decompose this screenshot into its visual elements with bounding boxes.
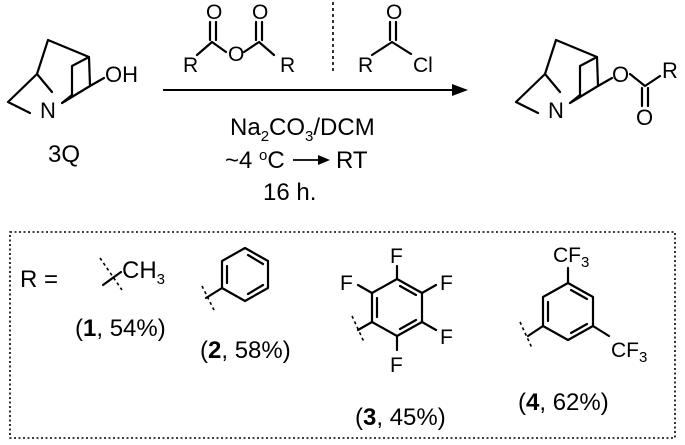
product-structure: N O O R [514,38,678,130]
anhydride-carbonyl-o-left: O [206,1,222,24]
reactant-label: 3Q [48,141,80,168]
acid-chloride-bonds [370,40,413,57]
s2-ring [220,246,270,303]
substituent-3-pentafluorophenyl: F F F F F (3, 45%) [340,245,453,431]
s1-bond [101,270,123,287]
r-equals-label: R = [20,266,58,293]
conditions-rt: RT [336,147,368,174]
quinuclidinol-structure: OH N 3Q [6,38,138,168]
s1-yield-label: (1, 54%) [75,315,166,342]
s3-f-lower-right: F [440,326,453,349]
anhydride-bridge-o: O [228,43,244,66]
acid-chloride-r: R [358,54,373,77]
reactant-nitrogen-label: N [40,98,56,123]
s2-yield-label: (2, 58%) [200,337,291,364]
s1-attachment-dash [99,257,123,291]
conditions-line-3: 16 h. [263,179,316,206]
s4-cf3-right: CF3 [611,339,647,366]
reaction-arrow [163,84,468,96]
product-nitrogen-label: N [548,98,564,123]
s4-substituent-bonds [526,266,611,338]
s3-yield-label: (3, 45%) [355,404,446,431]
s1-group: CH3 [122,257,165,288]
oh-bond [88,76,106,88]
anhydride-r-right: R [280,54,295,77]
acid-chloride-carbonyl-o: O [386,1,402,24]
s3-f-top: F [390,245,403,268]
product-ester-o: O [612,62,629,87]
s2-attachment-dash [201,285,215,311]
reaction-conditions: Na2CO3/DCM ~4 oC RT 16 h. [225,114,375,206]
product-r: R [662,58,678,83]
s4-ring [541,281,595,342]
anhydride-structure: O O O R R [183,1,295,77]
substituent-4-bis-trifluoromethylphenyl: CF3 CF3 (4, 62%) [518,244,647,416]
acid-chloride-cl: Cl [413,54,433,77]
anhydride-bonds [195,40,276,57]
conditions-line-2: ~4 oC [225,147,285,174]
s4-cf3-top: CF3 [553,244,589,271]
temperature-arrow-head [318,155,330,165]
reactant-bonds [6,38,92,115]
s3-substituent-bonds [356,264,438,352]
s3-f-upper-left: F [340,272,353,295]
s2-attachment-bond [204,286,224,300]
conditions-line-1: Na2CO3/DCM [230,114,375,145]
s2-inner-bonds [225,253,265,296]
substituent-1-methyl: CH3 (1, 54%) [75,257,166,342]
hydroxyl-label: OH [105,62,138,87]
s3-f-bottom: F [390,354,403,377]
s3-ring [370,277,424,338]
s3-attachment-dash [351,315,365,343]
product-bonds [514,38,662,115]
s4-yield-label: (4, 62%) [518,389,609,416]
acid-chloride-structure: O R Cl [358,1,433,77]
substituent-box [9,231,676,439]
s3-f-upper-right: F [440,272,453,295]
anhydride-r-left: R [183,54,198,77]
s3-inner-bonds [375,284,418,331]
substituent-2-phenyl: (2, 58%) [200,246,291,364]
s4-inner-bonds [546,288,589,335]
arrow-head [452,84,468,96]
s4-attachment-dash [519,321,533,349]
anhydride-carbonyl-o-right: O [252,1,268,24]
product-carbonyl-o: O [636,105,653,130]
